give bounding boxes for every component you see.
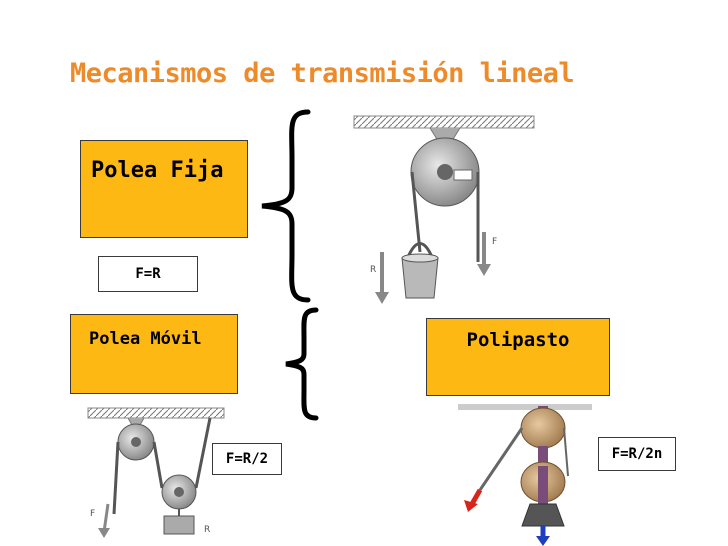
label-r-movable: R xyxy=(204,525,210,535)
label-f-fixed: F xyxy=(492,237,497,247)
polipasto-illustration xyxy=(458,404,592,546)
label-f-movable: F xyxy=(90,509,95,519)
label-r-fixed: R xyxy=(370,265,376,275)
brace-lower xyxy=(285,307,319,421)
brace-upper xyxy=(261,109,311,303)
formula-polea-fija: F=R xyxy=(98,256,198,292)
formula-polipasto: F=R/2n xyxy=(598,437,676,471)
movable-pulley-illustration: F R xyxy=(87,407,225,538)
polea-fija-box: Polea Fija xyxy=(80,140,248,238)
polipasto-box: Polipasto xyxy=(426,318,610,396)
formula-polea-movil: F=R/2 xyxy=(212,443,282,475)
fixed-pulley-illustration: R F xyxy=(353,115,535,304)
slide-title: Mecanismos de transmisión lineal xyxy=(70,58,575,89)
polea-movil-box: Polea Móvil xyxy=(70,314,238,394)
